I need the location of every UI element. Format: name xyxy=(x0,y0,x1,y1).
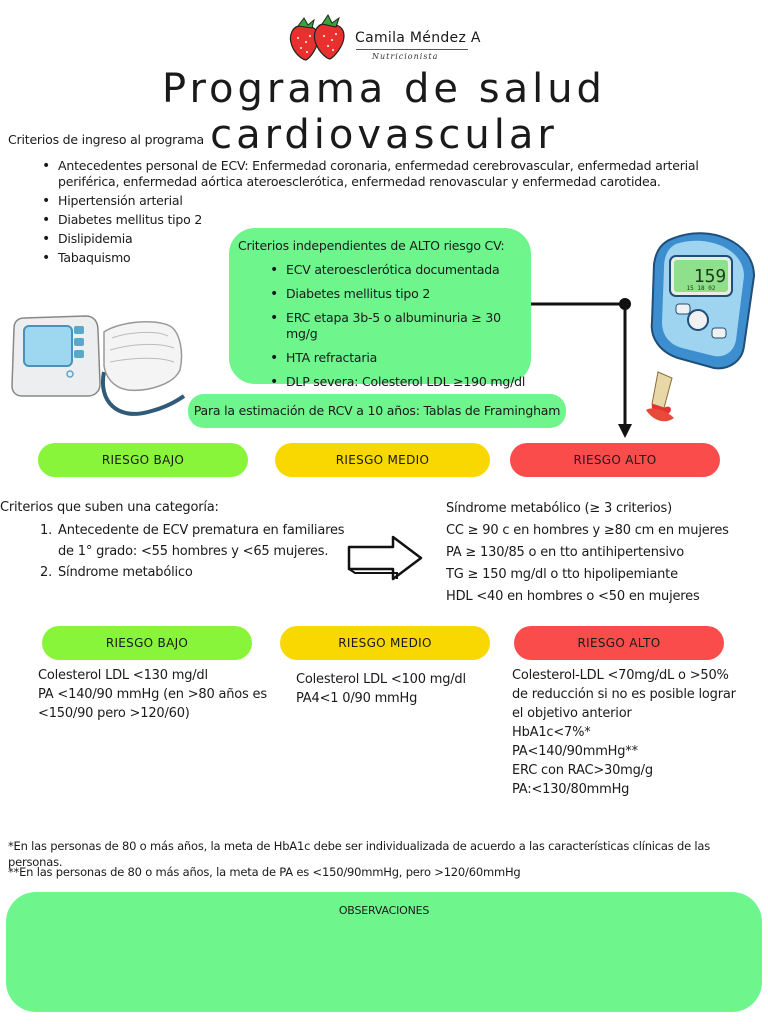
independientes-list: ECV ateroesclerótica documentada Diabete… xyxy=(270,262,526,398)
glucometer-icon: 159 15 18 02 xyxy=(646,232,756,422)
risk-medium-pill: RIESGO MEDIO xyxy=(280,626,490,660)
risk-high-pill: RIESGO ALTO xyxy=(510,443,720,477)
footnote-pa: **En las personas de 80 o más años, la m… xyxy=(8,865,521,879)
connector-arrow-icon xyxy=(531,298,632,438)
list-item: HTA refractaria xyxy=(270,350,526,366)
list-item: 1. Antecedente de ECV prematura en famili… xyxy=(40,520,350,562)
page-title: Programa de salud cardiovascular xyxy=(162,66,606,158)
list-item: Diabetes mellitus tipo 2 xyxy=(270,286,526,302)
risk-high-pill: RIESGO ALTO xyxy=(514,626,724,660)
meta-line: Colesterol LDL <130 mg/dl xyxy=(38,668,208,683)
ingreso-list: Antecedentes personal de ECV: Enfermedad… xyxy=(42,158,754,269)
metas-medio: Colesterol LDL <100 mg/dl PA4<1 0/90 mmH… xyxy=(296,670,496,708)
list-item: Dislipidemia xyxy=(42,231,754,247)
sindrome-line: HDL <40 en hombres o <50 en mujeres xyxy=(446,589,700,604)
right-arrow-icon xyxy=(347,535,423,581)
list-item: Tabaquismo xyxy=(42,250,754,266)
glucometer-subreading: 15 18 02 xyxy=(687,285,716,292)
list-item: DLP severa: Colesterol LDL ≥190 mg/dl xyxy=(270,374,526,390)
list-item: Hipertensión arterial xyxy=(42,193,754,209)
strawberry-logo-icon xyxy=(289,14,345,61)
meta-line: PA <140/90 mmHg (en >80 años es <150/90 … xyxy=(38,687,267,721)
metas-bajo: Colesterol LDL <130 mg/dl PA <140/90 mmH… xyxy=(38,666,268,723)
sindrome-line: PA ≥ 130/85 o en tto antihipertensivo xyxy=(446,545,684,560)
risk-low-pill: RIESGO BAJO xyxy=(38,443,248,477)
meta-line: Colesterol LDL <100 mg/dl xyxy=(296,672,466,687)
brand-divider xyxy=(356,49,468,50)
risk-low-pill: RIESGO BAJO xyxy=(42,626,252,660)
sindrome-line: Síndrome metabólico (≥ 3 criterios) xyxy=(446,501,673,516)
list-item: Diabetes mellitus tipo 2 xyxy=(42,212,754,228)
list-text: Síndrome metabólico xyxy=(58,565,193,580)
categoria-list: 1. Antecedente de ECV prematura en famili… xyxy=(40,520,350,583)
footnote-hba1c: *En las personas de 80 o más años, la me… xyxy=(8,839,711,869)
list-number: 1. xyxy=(40,523,53,538)
meta-line: PA:<130/80mmHg xyxy=(512,782,630,797)
sindrome-block: Síndrome metabólico (≥ 3 criterios) CC ≥… xyxy=(446,498,756,608)
risk-medium-pill: RIESGO MEDIO xyxy=(275,443,490,477)
list-item: 2. Síndrome metabólico xyxy=(40,562,350,583)
framingham-box xyxy=(188,394,566,428)
independientes-heading: Criterios independientes de ALTO riesgo … xyxy=(238,238,505,253)
observaciones-title: OBSERVACIONES xyxy=(338,904,430,917)
brand-subtitle: Nutricionista xyxy=(372,52,439,61)
framingham-text: Para la estimación de RCV a 10 años: Tab… xyxy=(193,403,561,418)
meta-line: Colesterol-LDL <70mg/dL o >50% de reducc… xyxy=(512,668,736,721)
meta-line: PA4<1 0/90 mmHg xyxy=(296,691,418,706)
blood-pressure-monitor-icon xyxy=(11,315,186,416)
ingreso-heading: Criterios de ingreso al programa xyxy=(8,132,205,147)
categoria-heading: Criterios que suben una categoría: xyxy=(0,500,219,515)
list-item: Antecedentes personal de ECV: Enfermedad… xyxy=(42,158,758,190)
list-text: Antecedente de ECV prematura en familiar… xyxy=(58,523,345,559)
brand-name: Camila Méndez A xyxy=(355,30,481,46)
meta-line: HbA1c<7%* xyxy=(512,725,591,740)
list-number: 2. xyxy=(40,565,53,580)
sindrome-line: CC ≥ 90 c en hombres y ≥80 cm en mujeres xyxy=(446,523,729,538)
list-item: ECV ateroesclerótica documentada xyxy=(270,262,526,278)
meta-line: ERC con RAC>30mg/g xyxy=(512,763,653,778)
metas-alto: Colesterol-LDL <70mg/dL o >50% de reducc… xyxy=(512,666,742,799)
sindrome-line: TG ≥ 150 mg/dl o tto hipolipemiante xyxy=(446,567,678,582)
observaciones-box[interactable] xyxy=(6,892,762,1012)
glucometer-reading: 159 xyxy=(694,266,727,287)
list-item: ERC etapa 3b-5 o albuminuria ≥ 30 mg/g xyxy=(270,310,526,342)
meta-line: PA<140/90mmHg** xyxy=(512,744,638,759)
